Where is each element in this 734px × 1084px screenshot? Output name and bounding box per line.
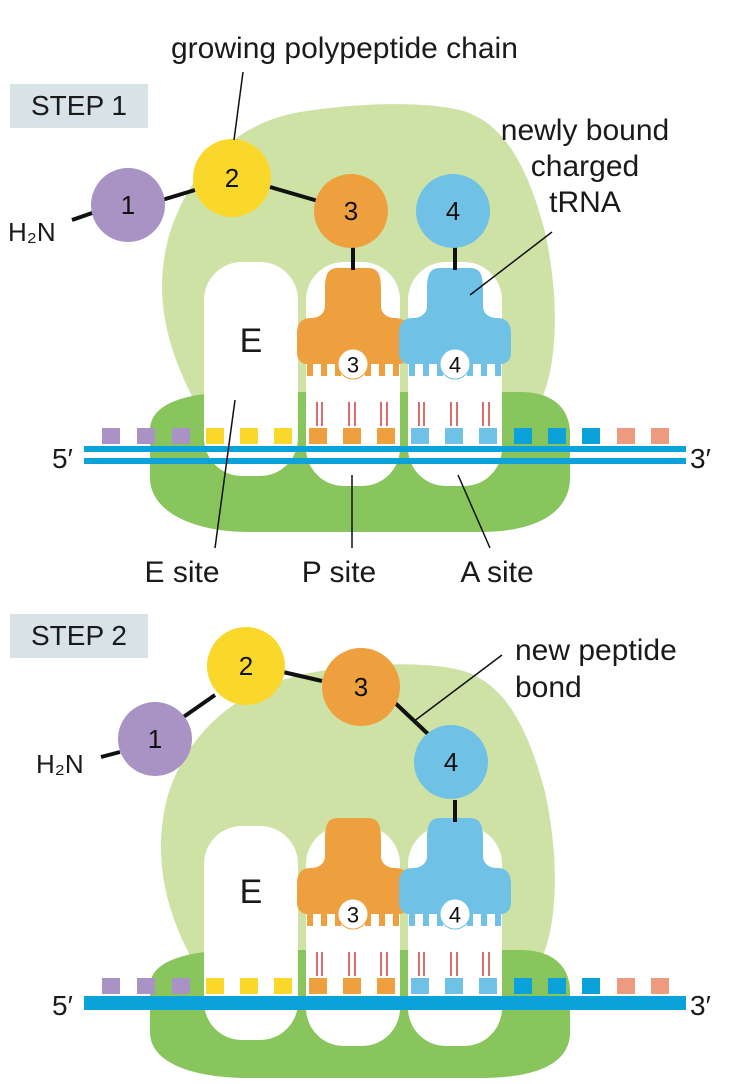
mrna-5prime-label: 5′ <box>52 990 73 1021</box>
amino-acid-4-label: 4 <box>444 747 458 777</box>
amine-group-label: H₂N <box>8 217 56 247</box>
step1-title: STEP 1 <box>31 90 127 121</box>
trna-p-site <box>297 818 409 930</box>
callout-trna-line <box>469 231 553 296</box>
amino-acid-1 <box>118 702 192 776</box>
e-site-label: E site <box>144 556 219 589</box>
step2-label: STEP 2 <box>10 614 148 658</box>
e-site-letter: E <box>240 322 263 360</box>
amino-acid-4-label: 4 <box>446 196 460 226</box>
codon-anticodon-bonds-a <box>418 952 490 976</box>
step1-panel: STEP 1 E 3 4 <box>8 32 711 589</box>
callout-bond-line1: new peptide <box>515 634 677 667</box>
amine-group-label: H₂N <box>36 749 84 779</box>
codon-anticodon-bonds-p <box>316 402 388 426</box>
amino-acid-3-label: 3 <box>354 672 368 702</box>
mrna-3prime-label: 3′ <box>690 990 711 1021</box>
step2-label-box <box>10 614 148 658</box>
trna-a-number: 4 <box>449 353 461 378</box>
amino-acid-4 <box>416 174 490 248</box>
step1-label: STEP 1 <box>10 84 148 128</box>
amino-acid-3 <box>322 648 400 726</box>
trna-p-number: 3 <box>347 353 359 378</box>
peptide-chain-bonds <box>100 670 457 822</box>
a-site-leader <box>457 474 491 549</box>
callout-trna-line2: charged <box>531 150 639 183</box>
e-site-pocket <box>204 262 298 476</box>
amino-acid-1-label: 1 <box>121 190 135 220</box>
e-site-leader <box>214 399 236 549</box>
trna-a-number: 4 <box>449 903 461 928</box>
codon-anticodon-bonds-p <box>316 952 388 976</box>
mrna-5prime-label: 5′ <box>52 443 73 474</box>
callout-bond-line <box>412 654 503 723</box>
amino-acid-4 <box>414 725 488 799</box>
mrna-3prime-label: 3′ <box>690 443 711 474</box>
mrna-strand <box>84 996 686 1010</box>
codon-anticodon-bonds-a <box>418 402 490 426</box>
a-site-label: A site <box>460 556 533 589</box>
callout-growing-chain: growing polypeptide chain <box>171 32 518 65</box>
trna-p-number: 3 <box>347 903 359 928</box>
trna-a-site <box>399 268 511 380</box>
amino-acid-2-label: 2 <box>239 651 253 681</box>
e-site-letter: E <box>240 873 263 911</box>
trna-a-site <box>399 818 511 930</box>
mrna-bases-top <box>102 428 669 444</box>
p-site-label: P site <box>302 556 377 589</box>
callout-growing-chain-line <box>233 71 244 141</box>
amino-acid-2-label: 2 <box>225 163 239 193</box>
mrna-strand-lower <box>84 458 686 464</box>
trna-p-site <box>297 268 409 380</box>
callout-trna-line3: tRNA <box>549 186 621 219</box>
mrna-strand-upper <box>84 446 686 452</box>
amino-acid-2 <box>193 139 271 217</box>
mrna-bases-top <box>102 978 669 994</box>
amino-acid-2 <box>207 627 285 705</box>
amino-acid-3 <box>314 174 388 248</box>
step2-title: STEP 2 <box>31 620 127 651</box>
amino-acid-3-label: 3 <box>344 196 358 226</box>
callout-bond-line2: bond <box>515 671 582 704</box>
amino-acid-1-label: 1 <box>148 724 162 754</box>
callout-trna-line1: newly bound <box>501 114 669 147</box>
amino-acid-1 <box>91 168 165 242</box>
step2-panel: STEP 2 E 3 4 <box>10 614 711 1078</box>
step1-label-box <box>10 84 148 128</box>
